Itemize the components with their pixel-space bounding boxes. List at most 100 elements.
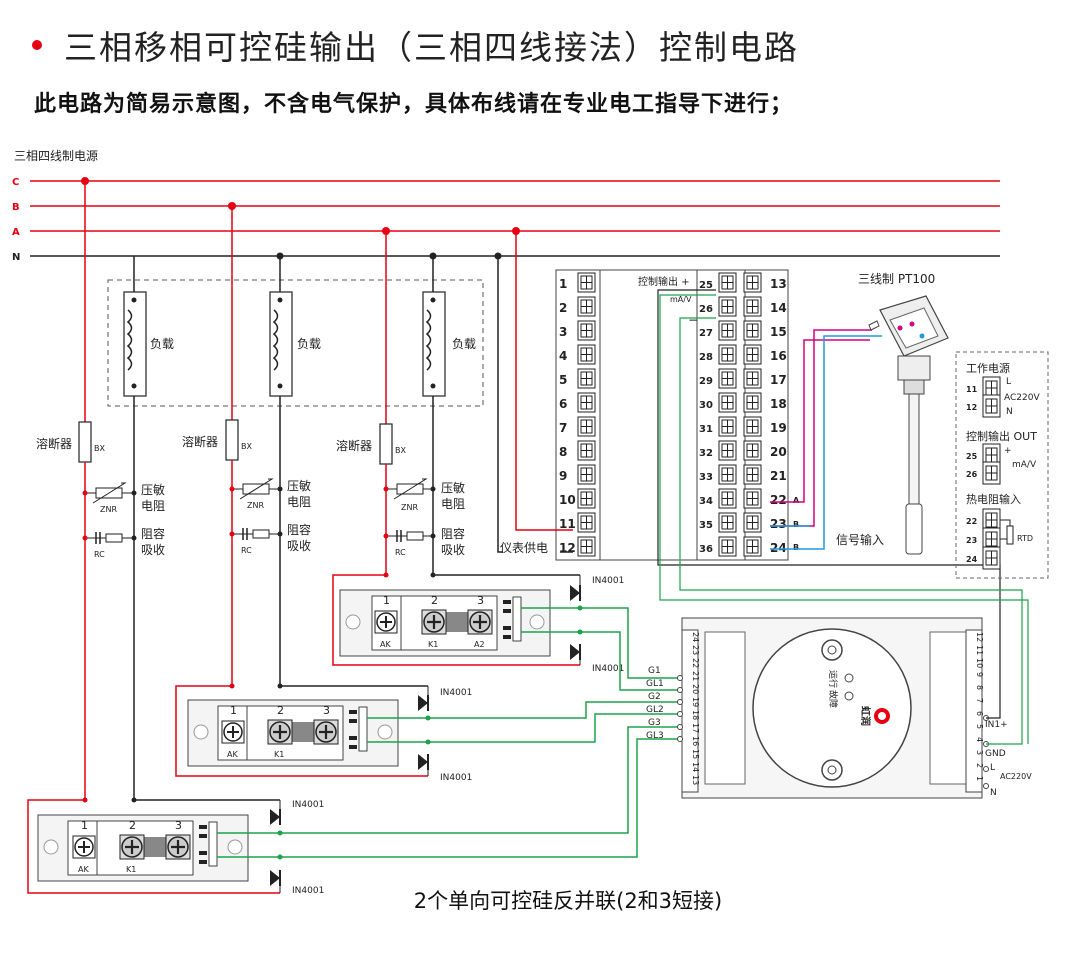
- trigger-in-label: IN1+: [985, 720, 1008, 730]
- branch-phase-c: 溶断器 BX 负载 ZNR 压敏 电阻 RC 阻容 吸收: [36, 181, 174, 800]
- ctrl-term-22: 22: [770, 493, 787, 507]
- diode-label-a2: IN4001: [592, 664, 624, 674]
- legend-out-title: 控制输出 OUT: [966, 429, 1037, 443]
- diode-label-b2: IN4001: [440, 773, 472, 783]
- diode-label-a1: IN4001: [592, 576, 624, 586]
- module-c-term-1: 1: [81, 819, 88, 832]
- trigger-board: 运行 故障 虹润 24 23 22 21 20 19 18 17 16 15 1…: [646, 617, 1032, 799]
- legend-power-title: 工作电源: [966, 361, 1010, 375]
- ctrl-term-3: 3: [559, 325, 567, 339]
- legend-out-t2: 26: [966, 470, 978, 479]
- module-a-term-2: 2: [431, 594, 438, 607]
- tb-left-14: 14: [691, 762, 700, 772]
- ctrl-term-8: 8: [559, 445, 567, 459]
- legend-rtd-label: RTD: [1017, 534, 1033, 543]
- gate-label-gl1: GL1: [646, 679, 664, 689]
- snubber-code-b: RC: [241, 546, 252, 555]
- legend-rtd-t2: 23: [966, 536, 977, 545]
- ctrl-term-5: 5: [559, 373, 567, 387]
- tb-right-3: 3: [975, 750, 984, 755]
- ctrl-term-30: 30: [699, 400, 713, 411]
- trigger-n-label: N: [990, 788, 997, 798]
- controller-signal-label: 信号输入: [836, 532, 884, 547]
- fuse-code-b: BX: [241, 442, 252, 451]
- legend-out-plus: +: [1004, 446, 1012, 456]
- varistor-label-a-1: 压敏: [441, 480, 465, 495]
- fuse-code-c: BX: [94, 444, 105, 453]
- power-source-label: 三相四线制电源: [14, 149, 98, 163]
- fuse-label-a: 溶断器: [336, 438, 372, 453]
- ctrl-term-15: 15: [770, 325, 787, 339]
- tb-left-22: 22: [691, 658, 700, 668]
- varistor-code-a: ZNR: [401, 503, 418, 512]
- pt100-label: 三线制 PT100: [858, 272, 935, 286]
- legend-power-n: N: [1006, 407, 1013, 417]
- legend-rtd-t3: 24: [966, 555, 978, 564]
- ctrl-term-31: 31: [699, 424, 713, 435]
- module-c-term-3: 3: [175, 819, 182, 832]
- tb-right-7: 7: [975, 698, 984, 703]
- ctrl-term-16: 16: [770, 349, 787, 363]
- tb-left-13: 13: [691, 775, 700, 785]
- tb-left-21: 21: [691, 671, 700, 681]
- varistor-label-a-2: 电阻: [441, 497, 465, 511]
- controller-minus-label: −: [688, 313, 698, 327]
- ctrl-term-12: 12: [559, 541, 576, 555]
- varistor-label-c-1: 压敏: [141, 482, 165, 497]
- tb-left-17: 17: [691, 723, 700, 733]
- footer-caption: 2个单向可控硅反并联(2和3短接): [414, 889, 722, 913]
- module-a-k1: K1: [428, 640, 438, 649]
- branch-phase-a: 溶断器 BX 负载 ZNR 压敏 电阻 RC 阻容 吸收: [336, 231, 476, 575]
- tb-left-23: 23: [691, 645, 700, 655]
- tb-right-12: 12: [975, 632, 984, 642]
- brand-label: 虹润: [859, 706, 872, 726]
- bullet-icon: [32, 40, 42, 50]
- trigger-ac-label: AC220V: [1000, 772, 1032, 781]
- gate-label-gl2: GL2: [646, 705, 664, 715]
- trigger-l-label: L: [990, 763, 995, 773]
- legend-power-t2: 12: [966, 403, 977, 412]
- gate-label-g3: G3: [648, 718, 661, 728]
- module-c-term-2: 2: [129, 819, 136, 832]
- ctrl-term-28: 28: [699, 352, 713, 363]
- ctrl-term-1: 1: [559, 277, 567, 291]
- module-b-ak: AK: [227, 750, 238, 759]
- tb-left-16: 16: [691, 736, 700, 746]
- load-label-c: 负载: [150, 337, 174, 351]
- fuse-code-a: BX: [395, 446, 406, 455]
- tb-right-6: 6: [975, 711, 984, 716]
- ctrl-term-25: 25: [699, 280, 713, 291]
- ctrl-term-27: 27: [699, 328, 713, 339]
- gate-label-g2: G2: [648, 692, 661, 702]
- controller-sig-b2: B: [793, 543, 799, 552]
- module-b-term-3: 3: [323, 704, 330, 717]
- line-label-b: B: [12, 202, 20, 213]
- led-run-label: 运行: [827, 670, 839, 688]
- ctrl-term-9: 9: [559, 469, 567, 483]
- legend-power-t1: 11: [966, 385, 978, 394]
- led-fault-label: 故障: [827, 690, 839, 708]
- varistor-label-b-2: 电阻: [287, 495, 311, 509]
- snubber-code-c: RC: [94, 550, 105, 559]
- tb-right-9: 9: [975, 672, 984, 677]
- ctrl-term-6: 6: [559, 397, 567, 411]
- ctrl-term-26: 26: [699, 304, 713, 315]
- diode-label-c2: IN4001: [292, 886, 324, 896]
- load-box: [107, 279, 484, 407]
- gate-wires: [217, 607, 680, 858]
- ctrl-term-20: 20: [770, 445, 787, 459]
- diode-label-b1: IN4001: [440, 688, 472, 698]
- controller-supply-label: 仪表供电: [500, 541, 548, 555]
- snubber-label-b-1: 阻容: [287, 522, 311, 537]
- title-row: 三相移相可控硅输出（三相四线接法）控制电路: [32, 20, 799, 70]
- scr-module-a: 1 2 3 AK K1 A2 IN4001 IN4001: [332, 572, 624, 674]
- legend-power-l: L: [1006, 377, 1011, 387]
- ctrl-term-11: 11: [559, 517, 576, 531]
- module-b-term-1: 1: [230, 704, 237, 717]
- controller-output-label: 控制输出 +: [638, 275, 690, 288]
- terminal-legend: 工作电源 11 12 L AC220V N 控制输出 OUT 25 26 + m…: [955, 351, 1049, 579]
- ctrl-term-4: 4: [559, 349, 567, 363]
- scr-module-b: 1 2 3 AK K1 IN4001 IN4001: [175, 683, 472, 783]
- controller-ma-label: mA/V: [670, 295, 692, 304]
